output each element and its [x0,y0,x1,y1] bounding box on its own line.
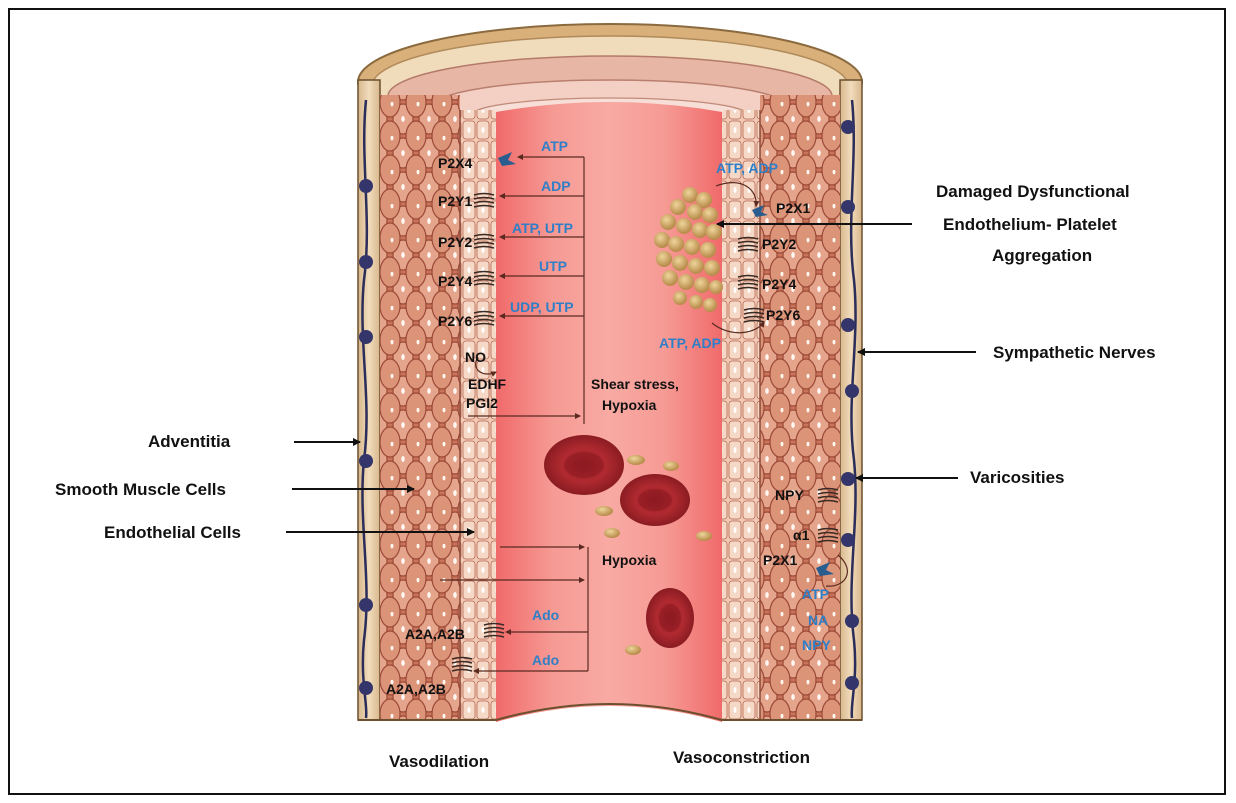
agonist-ado-2: Ado [532,653,559,667]
label-vasoconstriction: Vasoconstriction [673,749,810,766]
varicosity [359,454,373,468]
release-atp: ATP [802,587,829,601]
label-p2y1: P2Y1 [438,194,472,208]
label-p2y6: P2Y6 [438,314,472,328]
varicosity [359,179,373,193]
label-p2y6-right: P2Y6 [766,308,800,322]
release-na: NA [808,613,828,627]
varicosity [841,472,855,486]
label-sympathetic-nerves: Sympathetic Nerves [993,344,1156,361]
varicosity [359,330,373,344]
label-hypoxia: Hypoxia [602,553,656,567]
varicosity [841,200,855,214]
label-varicosities: Varicosities [970,469,1065,486]
label-edhf: EDHF [468,377,506,391]
label-adventitia: Adventitia [148,433,230,450]
varicosity [845,676,859,690]
label-no: NO [465,350,486,364]
label-p2x1-top: P2X1 [776,201,810,215]
agonist-utp: UTP [539,259,567,273]
label-smooth-muscle-cells: Smooth Muscle Cells [55,481,226,498]
label-a2a-a2b-1: A2A,A2B [405,627,465,641]
release-npy: NPY [802,638,831,652]
label-p2y4: P2Y4 [438,274,472,288]
label-p2y2-right: P2Y2 [762,237,796,251]
label-shear-stress: Shear stress, [591,377,679,391]
label-damaged-line1: Damaged Dysfunctional [936,183,1130,200]
varicosity [359,681,373,695]
label-damaged-line2: Endothelium- Platelet [943,216,1117,233]
varicosity [359,255,373,269]
label-vasodilation: Vasodilation [389,753,489,770]
label-shear-hypoxia: Hypoxia [602,398,656,412]
varicosity [841,318,855,332]
agonist-atp-utp: ATP, UTP [512,221,573,235]
varicosity [841,120,855,134]
varicosity [845,614,859,628]
label-p2x1-bottom: P2X1 [763,553,797,567]
agonist-atp: ATP [541,139,568,153]
agonist-atp-adp-top: ATP, ADP [716,161,778,175]
label-p2x4: P2X4 [438,156,472,170]
label-pgi2: PGI2 [466,396,498,410]
label-endothelial-cells: Endothelial Cells [104,524,241,541]
label-alpha1: α1 [793,528,809,542]
right-vessel-wall [722,80,862,720]
label-p2y2: P2Y2 [438,235,472,249]
label-p2y4-right: P2Y4 [762,277,796,291]
agonist-udp-utp: UDP, UTP [510,300,574,314]
varicosity [841,533,855,547]
varicosity [359,598,373,612]
agonist-ado-1: Ado [532,608,559,622]
varicosity [845,384,859,398]
label-a2a-a2b-2: A2A,A2B [386,682,446,696]
label-npy: NPY [775,488,804,502]
label-damaged-line3: Aggregation [992,247,1092,264]
agonist-atp-adp-bottom: ATP, ADP [659,336,721,350]
agonist-adp: ADP [541,179,571,193]
